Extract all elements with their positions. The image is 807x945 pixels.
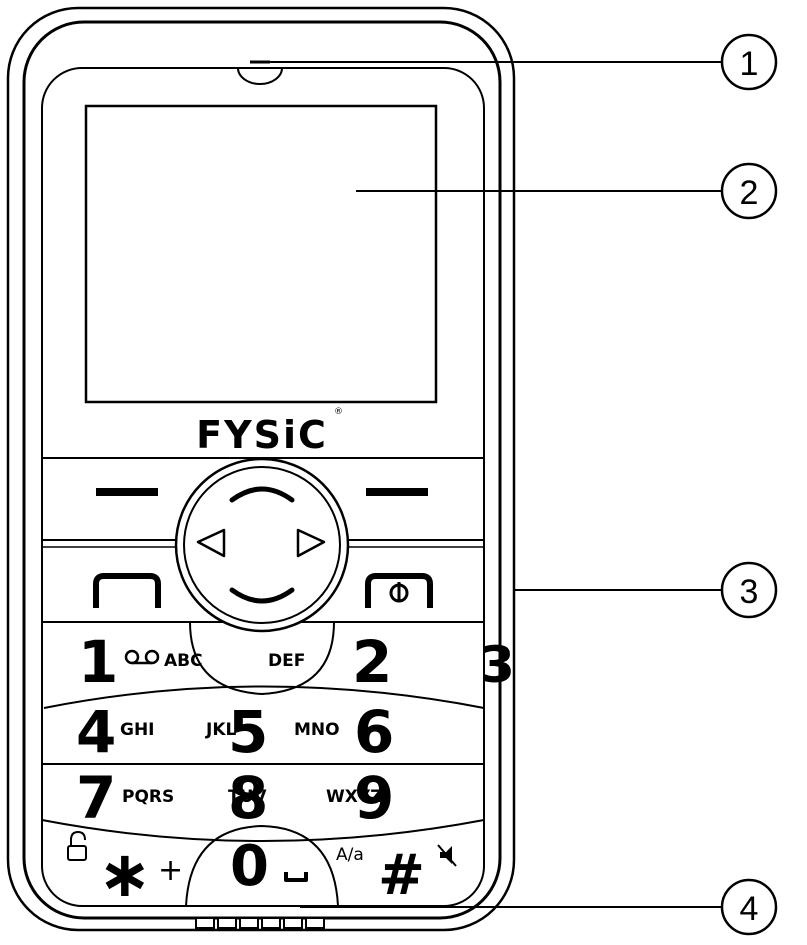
row-divider-789 [41,819,485,842]
key-9-digit[interactable]: 9 [354,764,394,832]
down-arc-icon[interactable] [229,587,295,604]
zero-key-bulge[interactable] [185,824,339,907]
callout-label-4: 4 [740,890,759,928]
key-8-letters: TUV [228,787,267,807]
key-1-digit[interactable]: 1 [78,628,118,696]
right-arrow-icon[interactable] [296,528,326,558]
mute-icon [437,844,457,867]
key-7-letters: PQRS [122,787,174,807]
nav-lower-bulge [189,621,335,696]
key-6-digit[interactable]: 6 [354,698,394,766]
end-call-icon[interactable] [365,573,433,608]
phone-outer-body [6,6,516,932]
up-arc-icon[interactable] [229,486,295,503]
display-screen [84,104,438,404]
key-4-letters: GHI [120,720,155,740]
key-1-letters: ABC [164,651,203,671]
left-arrow-icon[interactable] [196,528,226,558]
key-4-digit[interactable]: 4 [76,698,116,766]
star-key-plus: + [158,853,183,888]
callout-label-2: 2 [740,174,759,212]
bottom-connector [195,917,325,929]
case-toggle-label: A/a [336,845,364,865]
key-2-digit[interactable]: 2 [352,628,392,696]
voicemail-icon [124,649,160,665]
lock-icon [67,830,87,861]
space-icon [284,872,308,882]
power-icon [389,582,409,603]
key-3-digit[interactable]: 3 [480,636,515,694]
key-8-digit[interactable]: 8 [228,764,268,832]
right-soft-key[interactable] [366,488,428,496]
callout-circle-4 [720,878,778,936]
call-icon[interactable] [93,573,161,608]
row-divider-123 [43,685,485,709]
key-5-digit[interactable]: 5 [228,698,268,766]
nav-ring-inner[interactable] [183,466,341,624]
front-panel [41,67,485,907]
nav-ring-outer[interactable] [174,457,350,633]
brand-logo: FYSiC [196,413,328,457]
brand-registered-mark: ® [334,407,343,417]
callout-circle-2 [720,162,778,220]
star-key[interactable]: ∗ [98,838,152,912]
key-2-letters: DEF [268,651,305,671]
key-6-letters: MNO [294,720,340,740]
left-soft-key[interactable] [96,488,158,496]
hash-key[interactable]: # [378,843,425,908]
earpiece-notch [237,67,283,85]
key-5-letters: JKL [205,720,236,740]
callout-circle-3 [720,561,778,619]
callout-circle-1 [720,33,778,91]
callout-label-1: 1 [740,45,759,83]
key-7-digit[interactable]: 7 [76,764,116,832]
key-0-digit[interactable]: 0 [230,834,269,899]
callout-label-3: 3 [740,573,759,611]
key-9-letters: WXYZ [326,787,383,807]
